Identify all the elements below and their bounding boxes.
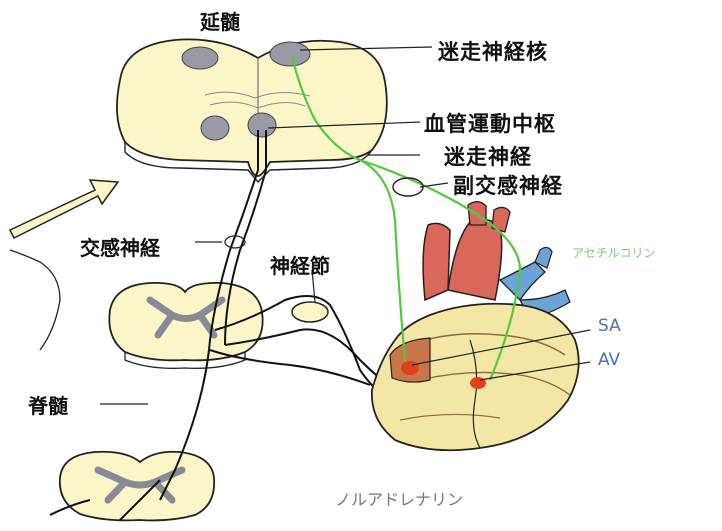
vagus-fiber-ring — [393, 178, 423, 196]
vasomotor-center-label: 血管運動中枢 — [424, 108, 556, 138]
acetylcholine-label: アセチルコリン — [572, 244, 656, 261]
spinal-cord-upper-shape — [109, 283, 262, 368]
ganglion-shape — [292, 302, 328, 322]
parasympathetic-nerve-label: 副交感神経 — [453, 170, 563, 200]
av-node-marker — [470, 377, 486, 389]
spinal-cord-label: 脊髄 — [28, 390, 68, 419]
spinal-cord-lower-shape — [60, 452, 214, 521]
vasomotor-center-mark — [248, 113, 276, 137]
ganglion-label: 神経節 — [270, 250, 330, 279]
medulla-nucleus-left — [182, 47, 218, 69]
medulla-shape — [117, 39, 387, 182]
vagus-nucleus-mark — [270, 42, 310, 66]
vagus-nucleus-label: 迷走神経核 — [438, 36, 548, 66]
vagus-nerve-label: 迷走神経 — [444, 141, 532, 171]
medulla-label: 延髄 — [200, 6, 240, 35]
av-node-label: AV — [598, 350, 620, 370]
sympathetic-nerve-label: 交感神経 — [80, 232, 160, 261]
ascending-arrow-icon — [10, 180, 118, 350]
noradrenaline-label: ノルアドレナリン — [335, 486, 463, 510]
medulla-nucleus-lower-left — [201, 116, 229, 140]
sa-node-marker — [401, 361, 419, 375]
sa-node-label: SA — [598, 316, 621, 336]
